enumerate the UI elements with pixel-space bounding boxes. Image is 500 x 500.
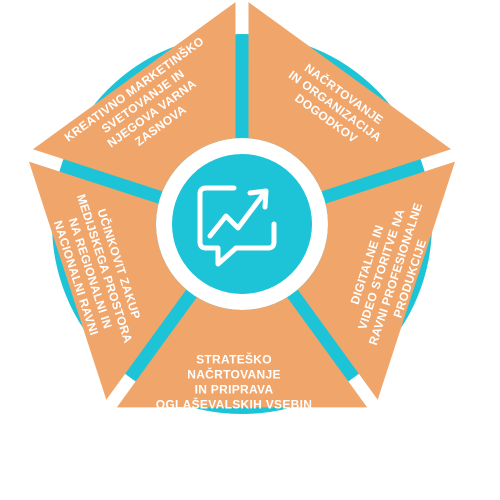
segment-4-label-line: STRATEŠKO	[196, 352, 272, 367]
segment-5: UČINKOVIT ZAKUPMEDIJSKEGA PROSTORANA REG…	[28, 161, 187, 400]
segment-2-shape	[248, 2, 452, 192]
segment-4-shape	[116, 297, 368, 408]
chat-growth-chart-icon	[197, 185, 277, 267]
segment-4-label-line: NAČRTOVANJE	[187, 367, 281, 382]
segment-1-shape	[32, 2, 236, 192]
segment-4-label-line: IN PRIPRAVA	[195, 383, 274, 397]
segment-3-shape	[297, 161, 456, 400]
segment-5-shape	[28, 161, 187, 400]
segment-3: DIGITALNE INVIDEO STORITVE NARAVNI PROFE…	[297, 161, 456, 400]
segment-4-label-line: OGLAŠEVALSKIH VSEBIN	[156, 397, 312, 412]
